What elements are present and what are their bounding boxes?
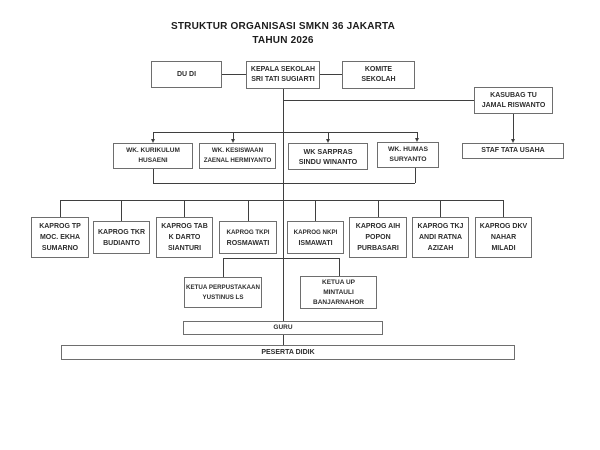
org-box-kaprog-tab-name2: SIANTURI — [167, 245, 202, 252]
org-box-kaprog-tkr-name: BUDIANTO — [103, 239, 140, 247]
org-box-kaprog-tkpi-title: KAPROG TKPI — [226, 228, 270, 236]
org-box-wk-kurikulum-title: WK. KURIKULUM — [126, 147, 180, 154]
org-box-ketua-perpus-title: KETUA PERPUSTAKAAN — [186, 283, 260, 291]
connector-guru-peserta — [283, 335, 284, 345]
connector-drop-kaprog-tp — [60, 200, 61, 217]
org-box-du-di-label: DU DI — [176, 70, 197, 78]
chart-title-line1: STRUKTUR ORGANISASI SMKN 36 JAKARTA — [170, 21, 396, 32]
arrowhead-wk-sarpras-icon — [325, 139, 330, 143]
org-box-kasubag-title: KASUBAG TU — [490, 91, 537, 99]
connector-drop-kaprog-tkj — [440, 200, 441, 217]
org-box-komite-line2: SEKOLAH — [361, 76, 396, 83]
connector-drop-kaprog-tkr — [121, 200, 122, 221]
org-box-kaprog-dkv-name1: NAHAR — [490, 234, 517, 241]
org-box-kaprog-dkv-name2: MILADI — [491, 245, 516, 252]
org-box-kaprog-aih-title: KAPROG AIH — [355, 223, 401, 230]
org-box-kaprog-tab: KAPROG TAB K DARTO SIANTURI — [156, 217, 213, 258]
arrowhead-staf-icon — [510, 139, 515, 143]
org-box-guru-label: GURU — [273, 324, 293, 331]
org-box-kaprog-nkpi: KAPROG NKPI ISMAWATI — [287, 221, 344, 254]
org-box-kaprog-nkpi-name: ISMAWATI — [298, 239, 333, 247]
org-box-wk-humas-name: SURYANTO — [389, 156, 427, 163]
connector-main-trunk — [283, 89, 284, 321]
connector-kaprog-distribution — [60, 200, 503, 201]
connector-kepala-kasubag — [283, 100, 474, 101]
org-box-wk-humas-title: WK. HUMAS — [387, 146, 429, 153]
org-box-wk-kurikulum: WK. KURIKULUM HUSAENI — [113, 143, 193, 169]
org-box-ketua-perpus-name: YUSTINUS LS — [202, 293, 244, 301]
org-box-kasubag-tu: KASUBAG TU JAMAL RISWANTO — [474, 87, 553, 114]
chart-title: STRUKTUR ORGANISASI SMKN 36 JAKARTA TAHU… — [33, 20, 533, 48]
org-box-kaprog-tkpi: KAPROG TKPI ROSMAWATI — [219, 221, 277, 254]
org-box-kaprog-tp-name2: SUMARNO — [41, 245, 79, 252]
connector-drop-kaprog-tab — [184, 200, 185, 217]
org-box-kaprog-tkj: KAPROG TKJ ANDI RATNA AZIZAH — [412, 217, 469, 258]
arrowhead-wk-kesiswaan-icon — [230, 139, 235, 143]
org-box-staf-label: STAF TATA USAHA — [481, 147, 545, 154]
connector-kepala-komite — [320, 74, 342, 75]
org-box-peserta-label: PESERTA DIDIK — [261, 348, 315, 356]
connector-wk-bracket — [153, 183, 415, 184]
org-box-wk-kurikulum-name: HUSAENI — [138, 157, 168, 164]
connector-drop-kaprog-aih — [378, 200, 379, 217]
arrowhead-wk-humas-icon — [414, 138, 419, 142]
org-box-wk-sarpras: WK SARPRAS SINDU WINANTO — [288, 143, 368, 170]
org-box-ketua-up-title: KETUA UP — [322, 278, 355, 286]
connector-drop-wk-kurikulum — [153, 132, 154, 139]
org-box-peserta-didik: PESERTA DIDIK — [61, 345, 515, 360]
org-box-ketua-up-name2: BANJARNAHOR — [313, 298, 364, 306]
connector-drop-ketua-up — [339, 258, 340, 276]
org-box-du-di: DU DI — [151, 61, 222, 88]
org-box-komite-sekolah: KOMITE SEKOLAH — [342, 61, 415, 89]
org-box-wk-kesiswaan-name: ZAENAL HERMIYANTO — [203, 157, 272, 164]
connector-drop-kaprog-tkpi — [248, 200, 249, 221]
org-box-kasubag-name: JAMAL RISWANTO — [481, 101, 546, 109]
arrowhead-wk-kurikulum-icon — [150, 139, 155, 143]
org-box-kaprog-tp-name1: MOC. EKHA — [39, 234, 81, 241]
connector-drop-kaprog-nkpi — [315, 200, 316, 221]
connector-kasubag-staf — [513, 114, 514, 139]
org-box-ketua-up-name1: MINTAULI — [323, 288, 354, 296]
org-box-kaprog-tp: KAPROG TP MOC. EKHA SUMARNO — [31, 217, 89, 258]
org-box-kaprog-nkpi-title: KAPROG NKPI — [293, 228, 338, 236]
org-box-kaprog-dkv-title: KAPROG DKV — [479, 223, 528, 230]
org-box-wk-sarpras-name: SINDU WINANTO — [298, 156, 358, 166]
org-box-ketua-up: KETUA UP MINTAULI BANJARNAHOR — [300, 276, 377, 309]
org-box-kaprog-aih-name1: POPON — [365, 234, 391, 241]
org-box-kaprog-tkr-title: KAPROG TKR — [97, 228, 146, 236]
org-box-kaprog-tab-name1: K DARTO — [168, 234, 201, 241]
org-box-kepala-name: SRI TATI SUGIARTI — [251, 76, 315, 83]
org-box-kaprog-tkj-title: KAPROG TKJ — [417, 223, 464, 230]
connector-ketua-bracket — [223, 258, 339, 259]
org-box-wk-humas: WK. HUMAS SURYANTO — [377, 142, 439, 168]
connector-drop-wk-sarpras — [328, 132, 329, 139]
org-box-ketua-perpustakaan: KETUA PERPUSTAKAAN YUSTINUS LS — [184, 277, 262, 308]
connector-kurikulum-bracket — [153, 169, 154, 183]
connector-drop-wk-humas — [417, 132, 418, 139]
connector-drop-ketua-perpus — [223, 258, 224, 277]
org-box-kaprog-aih-name2: PURBASARI — [357, 245, 399, 252]
connector-dudi-kepala — [222, 74, 246, 75]
org-box-kepala-sekolah: KEPALA SEKOLAH SRI TATI SUGIARTI — [246, 61, 320, 89]
org-box-kaprog-tab-title: KAPROG TAB — [161, 223, 208, 230]
org-box-wk-sarpras-title: WK SARPRAS — [303, 146, 353, 156]
org-box-kaprog-tkpi-name: ROSMAWATI — [226, 239, 270, 247]
org-box-kaprog-tkr: KAPROG TKR BUDIANTO — [93, 221, 150, 254]
chart-title-line2: TAHUN 2026 — [252, 35, 314, 46]
org-box-wk-kesiswaan-title: WK. KESISWAAN — [211, 147, 264, 154]
connector-drop-kaprog-dkv — [503, 200, 504, 217]
org-box-kaprog-dkv: KAPROG DKV NAHAR MILADI — [475, 217, 532, 258]
connector-drop-wk-kesiswaan — [233, 132, 234, 139]
org-box-staf-tata-usaha: STAF TATA USAHA — [462, 143, 564, 159]
org-box-wk-kesiswaan: WK. KESISWAAN ZAENAL HERMIYANTO — [199, 143, 276, 169]
org-box-komite-line1: KOMITE — [364, 66, 393, 73]
connector-humas-bracket — [415, 168, 416, 183]
org-box-kaprog-tkj-name1: ANDI RATNA — [418, 234, 463, 241]
org-box-kaprog-tkj-name2: AZIZAH — [427, 245, 454, 252]
org-box-kaprog-tp-title: KAPROG TP — [39, 223, 81, 230]
org-box-kaprog-aih: KAPROG AIH POPON PURBASARI — [349, 217, 407, 258]
org-box-guru: GURU — [183, 321, 383, 335]
org-box-kepala-title: KEPALA SEKOLAH — [250, 66, 316, 73]
connector-wk-distribution — [153, 132, 417, 133]
